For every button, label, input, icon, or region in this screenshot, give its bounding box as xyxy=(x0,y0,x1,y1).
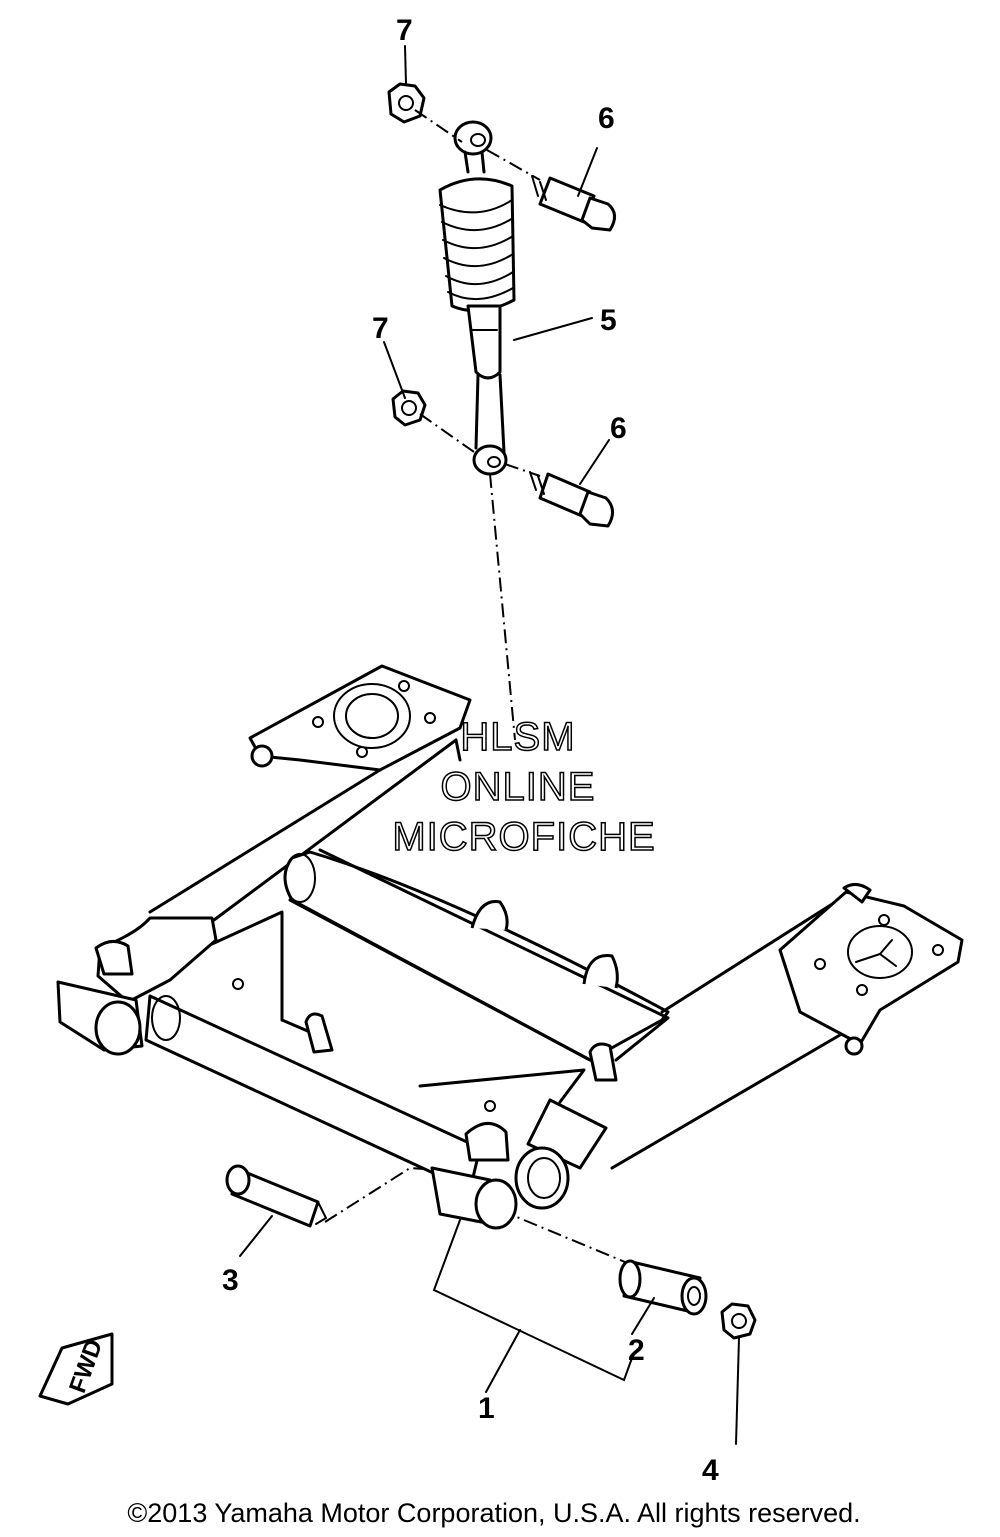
callout-7-bottom: 7 xyxy=(372,312,389,345)
nut-part-4 xyxy=(720,1302,757,1340)
leader-lines xyxy=(239,45,740,1445)
callout-7-top: 7 xyxy=(396,14,413,47)
callout-3: 3 xyxy=(222,1264,239,1297)
fwd-arrow: FWD xyxy=(38,1332,114,1406)
bolt-bottom xyxy=(529,471,614,528)
watermark: HLSM ONLINE MICROFICHE xyxy=(392,714,656,860)
callout-4: 4 xyxy=(702,1454,719,1487)
callouts: 7 6 5 7 6 3 2 1 4 xyxy=(222,14,719,1487)
watermark-line-3: MICROFICHE xyxy=(392,815,655,859)
nut-bottom xyxy=(391,389,427,427)
watermark-line-1: HLSM xyxy=(460,715,575,759)
callout-5: 5 xyxy=(600,304,617,337)
bolt-top xyxy=(531,175,616,232)
shock-absorber xyxy=(438,120,516,476)
nut-top xyxy=(387,82,426,124)
watermark-line-2: ONLINE xyxy=(441,765,596,809)
copyright-notice: ©2013 Yamaha Motor Corporation, U.S.A. A… xyxy=(127,1498,860,1528)
rear-arm xyxy=(56,664,964,1230)
pivot-shaft xyxy=(225,1164,328,1228)
callout-2: 2 xyxy=(628,1334,645,1367)
collar xyxy=(618,1259,708,1316)
callout-6-bottom: 6 xyxy=(610,412,627,445)
callout-6-top: 6 xyxy=(598,102,615,135)
assembly-lines xyxy=(324,109,626,1263)
callout-1: 1 xyxy=(478,1392,495,1425)
